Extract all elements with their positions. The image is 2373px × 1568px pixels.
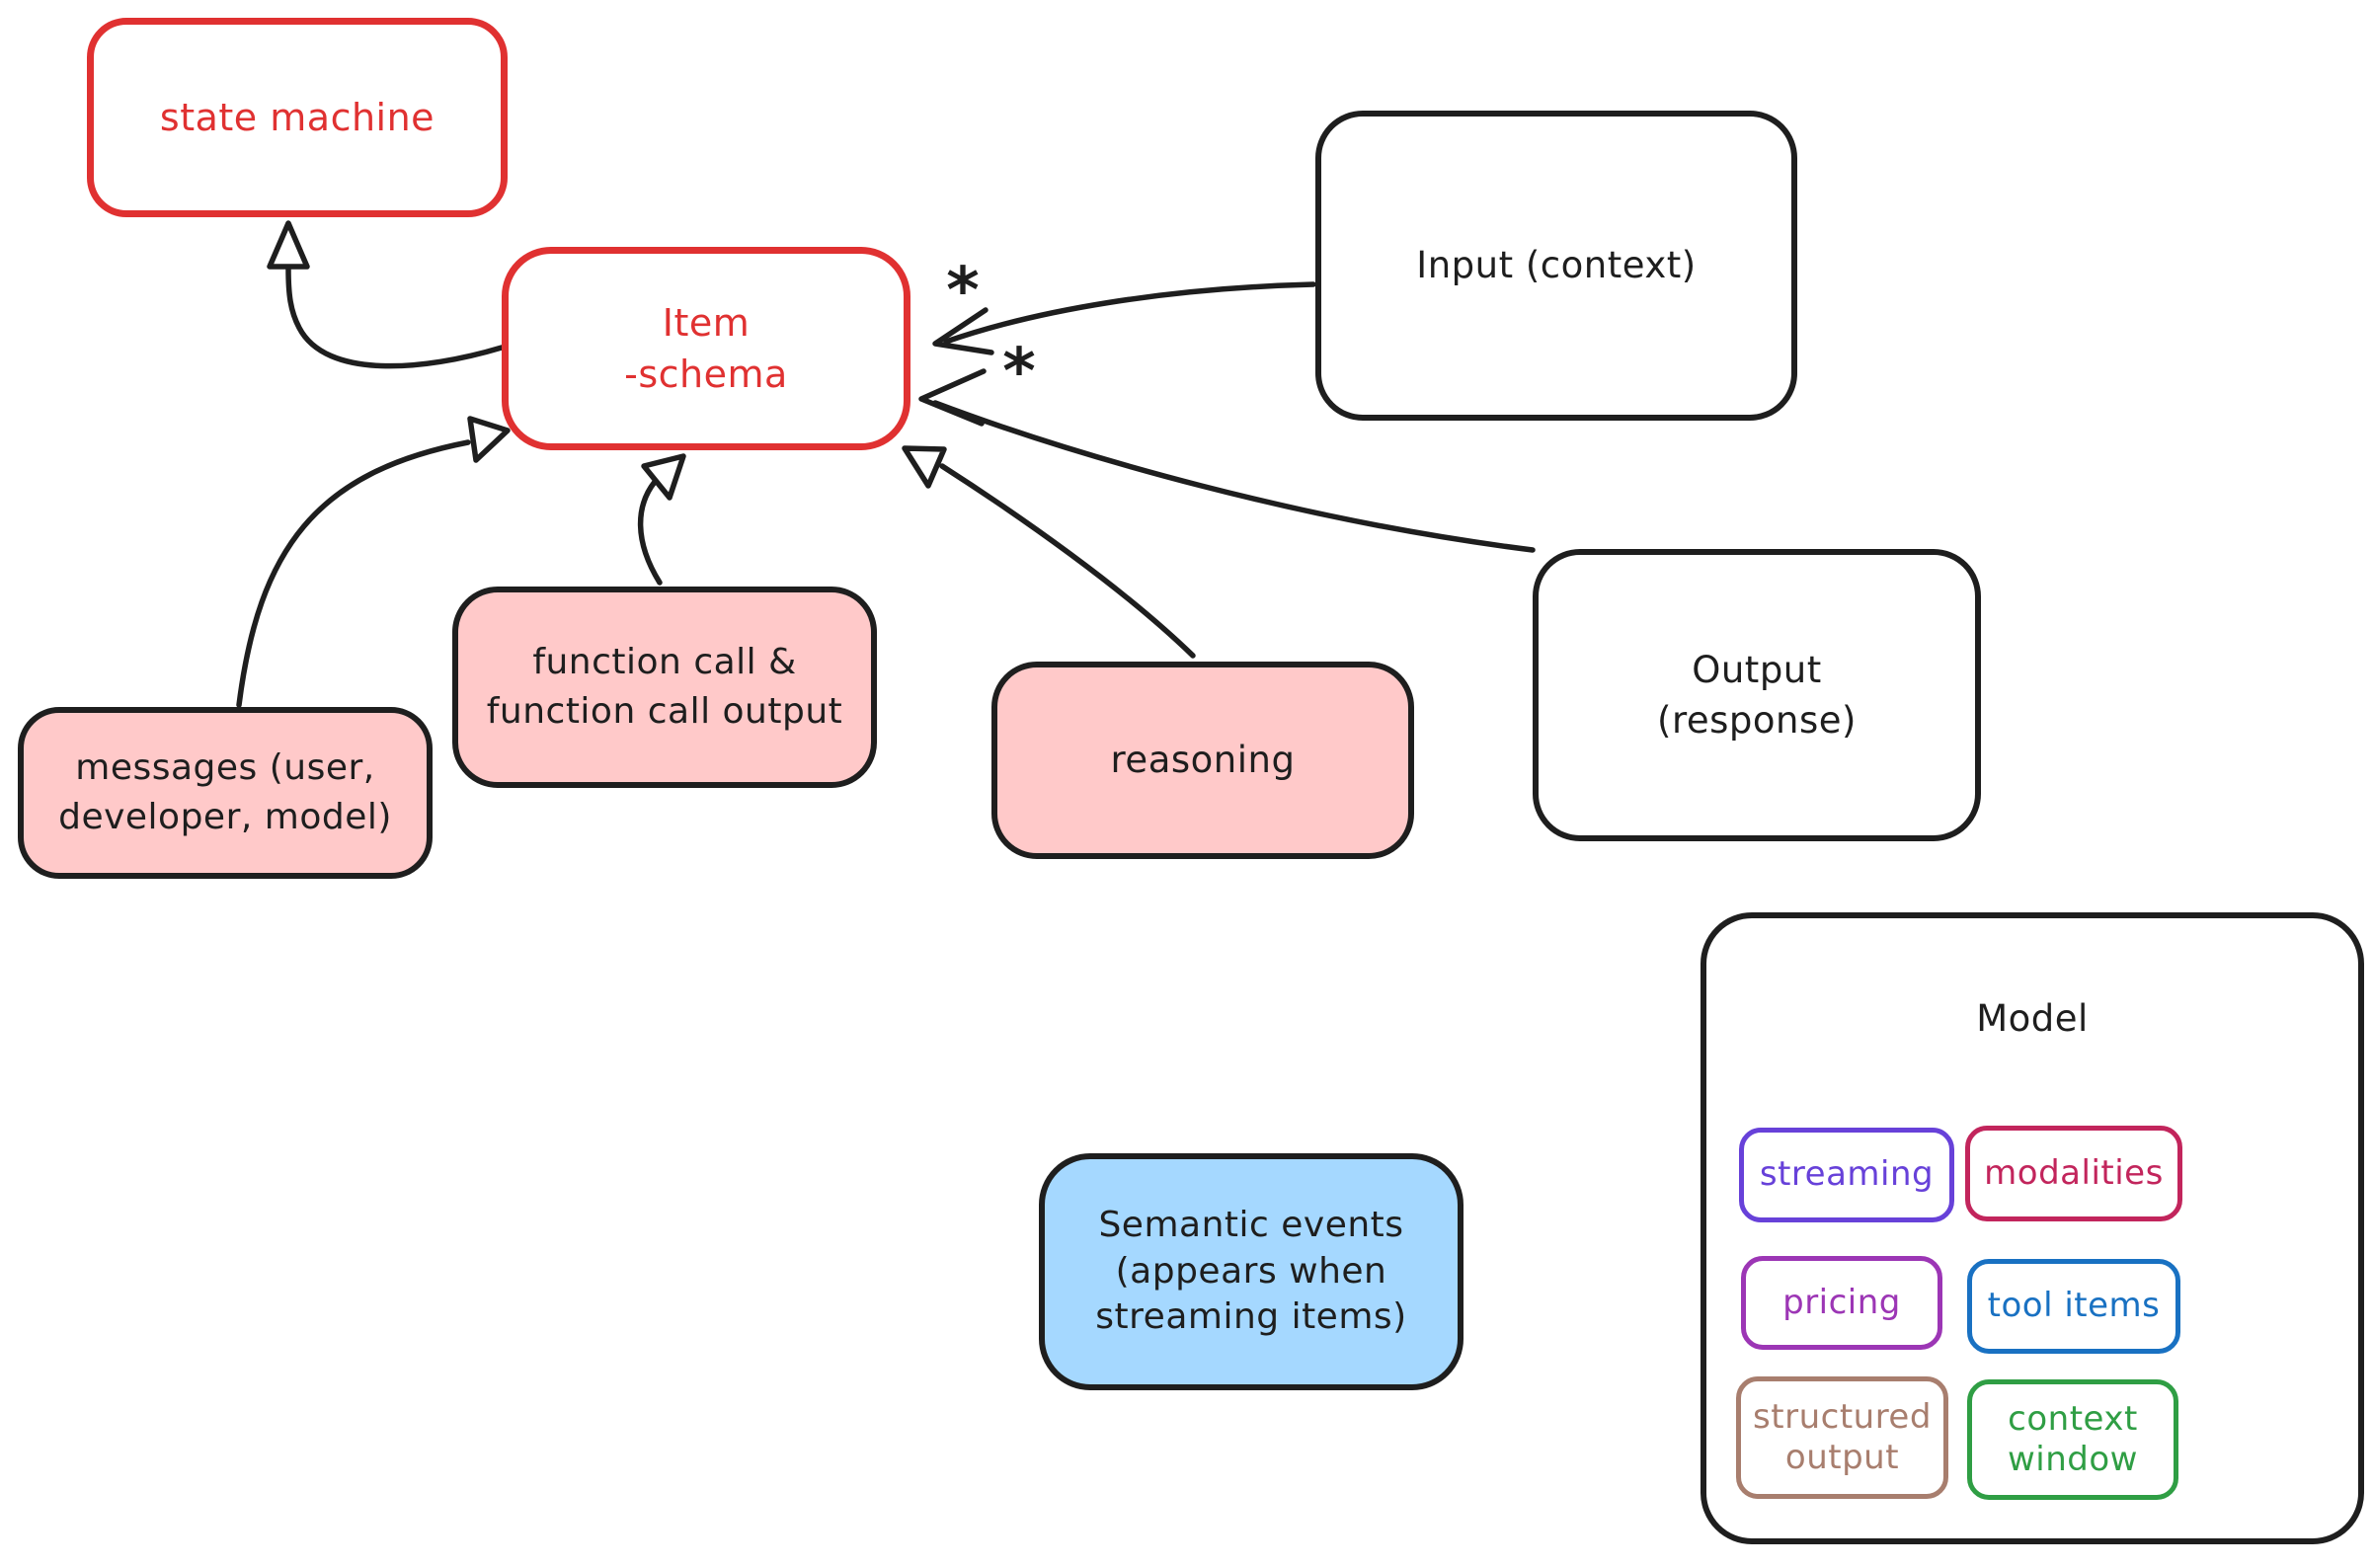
feature-context-window-label-line1: context xyxy=(2008,1398,2138,1439)
arrow-output-to-item-schema xyxy=(932,400,1536,553)
arrowhead-output xyxy=(918,368,987,427)
node-function-call: function call & function call output xyxy=(452,587,877,788)
panel-model: Model streaming modalities pricing tool … xyxy=(1701,912,2364,1544)
node-input-context: Input (context) xyxy=(1315,111,1797,421)
arrow-function-call-to-item-schema xyxy=(637,479,663,586)
feature-pricing: pricing xyxy=(1741,1256,1942,1350)
node-semantic-events-label-line1: Semantic events xyxy=(1098,1204,1404,1245)
feature-structured-output-label-line2: output xyxy=(1784,1438,1900,1477)
node-function-call-label-line2: function call output xyxy=(486,691,843,732)
node-messages-label-line2: developer, model) xyxy=(58,797,392,837)
arrowhead-state-machine xyxy=(267,220,310,270)
arrowhead-messages xyxy=(467,416,511,463)
node-messages-label-line1: messages (user, xyxy=(75,747,375,789)
feature-streaming: streaming xyxy=(1739,1128,1954,1222)
node-reasoning: reasoning xyxy=(991,662,1414,859)
node-semantic-events-label-line2: (appears when xyxy=(1115,1250,1387,1292)
node-output-response-label-line2: (response) xyxy=(1657,699,1857,742)
feature-pricing-label: pricing xyxy=(1782,1282,1901,1322)
feature-modalities: modalities xyxy=(1965,1126,2182,1221)
node-state-machine-label: state machine xyxy=(159,95,435,139)
panel-model-title: Model xyxy=(1976,997,2089,1040)
node-item-schema-label-line2: -schema xyxy=(624,353,788,396)
node-semantic-events: Semantic events (appears when streaming … xyxy=(1039,1153,1463,1390)
node-messages: messages (user, developer, model) xyxy=(18,707,433,879)
node-item-schema: Item -schema xyxy=(502,247,910,450)
feature-tool-items-label: tool items xyxy=(1987,1286,2161,1326)
arrow-input-to-item-schema xyxy=(943,281,1316,345)
arrowhead-function-call xyxy=(641,453,686,501)
arrow-item-schema-to-state-machine xyxy=(285,266,505,369)
multiplicity-star-input: * xyxy=(946,255,980,328)
node-item-schema-label-line1: Item xyxy=(662,300,751,345)
feature-modalities-label: modalities xyxy=(1984,1152,2164,1193)
multiplicity-star-output: * xyxy=(1002,336,1036,409)
arrow-reasoning-to-item-schema xyxy=(939,463,1196,659)
feature-structured-output-label-line1: structured xyxy=(1753,1396,1932,1437)
node-output-response: Output (response) xyxy=(1533,549,1981,841)
node-function-call-label-line1: function call & xyxy=(532,642,797,683)
arrow-messages-to-item-schema xyxy=(236,439,471,708)
arrowhead-reasoning xyxy=(902,445,947,489)
node-output-response-label-line1: Output xyxy=(1692,648,1822,691)
feature-context-window-label-line2: window xyxy=(2008,1440,2138,1479)
node-input-context-label: Input (context) xyxy=(1416,244,1697,287)
feature-structured-output: structured output xyxy=(1736,1376,1948,1499)
feature-context-window: context window xyxy=(1967,1379,2178,1500)
feature-tool-items: tool items xyxy=(1967,1259,2180,1354)
node-reasoning-label: reasoning xyxy=(1110,739,1296,782)
node-semantic-events-label-line3: streaming items) xyxy=(1095,1296,1407,1338)
arrowhead-input xyxy=(932,307,994,355)
node-state-machine: state machine xyxy=(87,18,508,217)
feature-streaming-label: streaming xyxy=(1759,1154,1935,1195)
